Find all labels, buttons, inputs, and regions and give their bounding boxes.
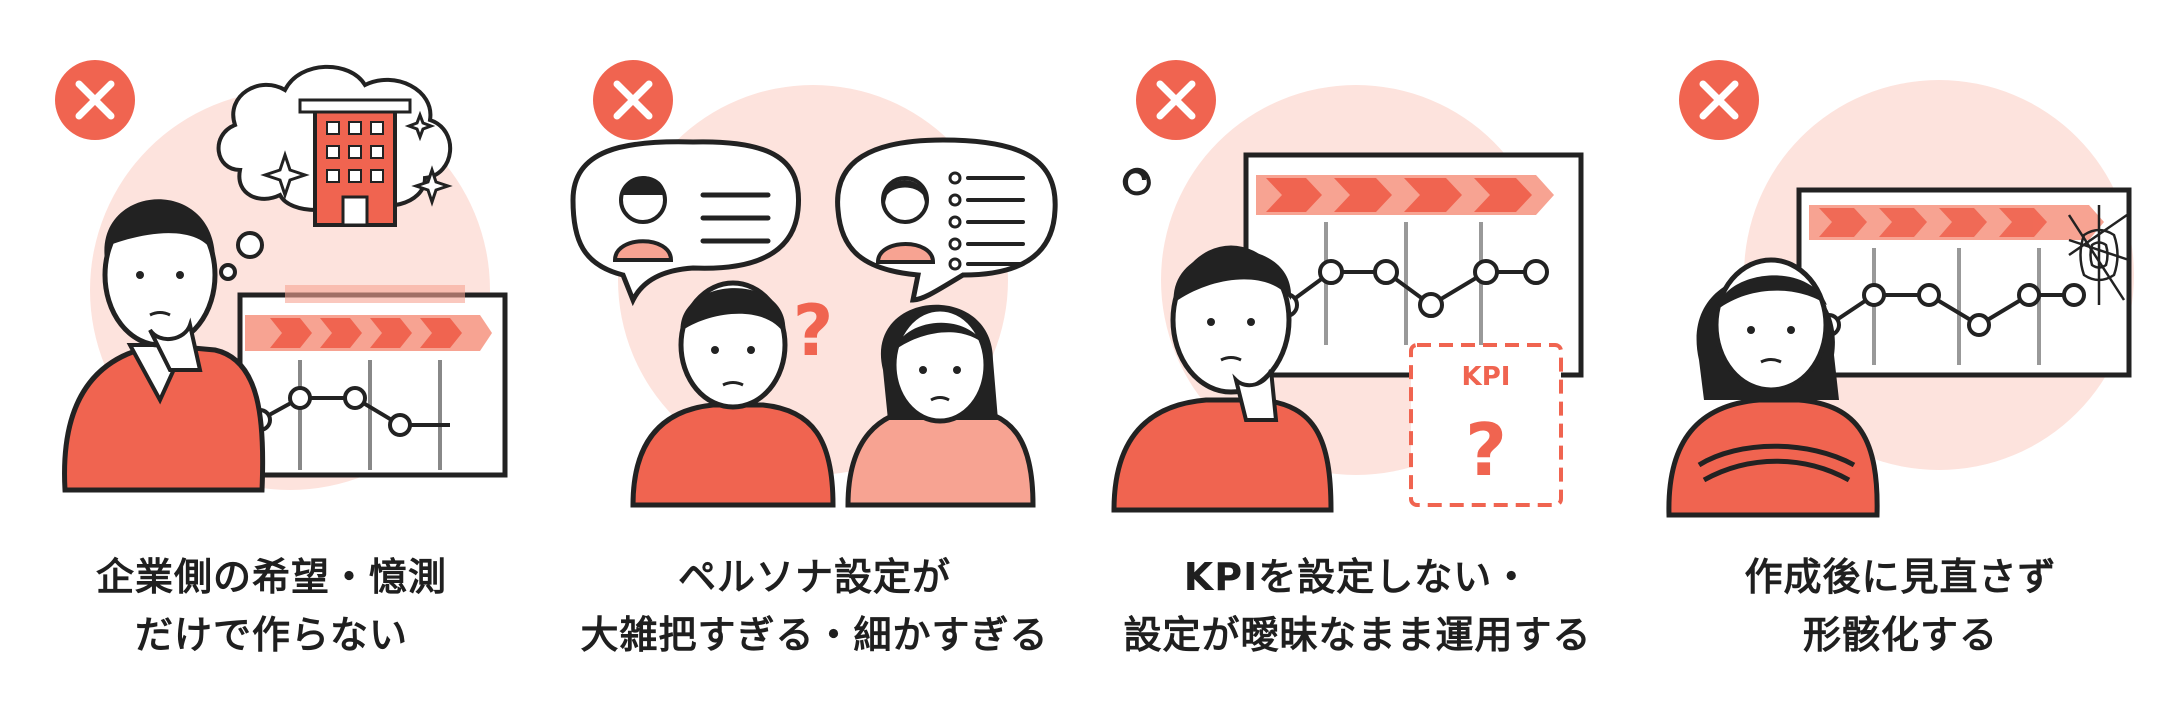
illustration-outdated-persona bbox=[1666, 60, 2134, 518]
caption-line: 大雑把すぎる・細かすぎる bbox=[580, 613, 1049, 657]
kpi-label: KPI bbox=[1462, 362, 1511, 392]
panel-kpi-undefined: KPI ? KPIを設定しない・ 設定が曖昧なまま運用する bbox=[1086, 0, 1629, 724]
confusion-swirl-icon bbox=[1122, 167, 1151, 196]
caption-company-assumption: 企業側の希望・憶測 だけで作らない bbox=[0, 548, 543, 664]
caption-persona-granularity: ペルソナ設定が 大雑把すぎる・細かすぎる bbox=[543, 548, 1086, 664]
chart-board bbox=[1243, 152, 1584, 378]
businessman-figure bbox=[62, 199, 266, 493]
caption-line: 企業側の希望・憶測 bbox=[95, 555, 447, 599]
illustration-kpi-undefined: KPI ? bbox=[1111, 60, 1584, 513]
woman-figure bbox=[1666, 257, 1880, 518]
kpi-placeholder-box: KPI ? bbox=[1409, 343, 1563, 507]
panel-persona-granularity: ? ペルソナ設定が 大雑把すぎる・細かすぎる bbox=[543, 0, 1086, 724]
x-mark-icon bbox=[55, 60, 135, 140]
spider-web-icon bbox=[2067, 205, 2130, 305]
sparkle-icon bbox=[260, 110, 453, 207]
panel-outdated-persona: 作成後に見直さず 形骸化する bbox=[1629, 0, 2172, 724]
caption-line: だけで作らない bbox=[134, 613, 408, 657]
caption-kpi-undefined: KPIを設定しない・ 設定が曖昧なまま運用する bbox=[1086, 548, 1629, 664]
panel-company-assumption: 企業側の希望・憶測 だけで作らない bbox=[0, 0, 543, 724]
building-icon bbox=[298, 98, 412, 227]
caption-line: 設定が曖昧なまま運用する bbox=[1123, 613, 1592, 657]
man-figure bbox=[1111, 245, 1334, 513]
caption-line: KPIを設定しない・ bbox=[1183, 555, 1532, 599]
x-mark-icon bbox=[593, 60, 673, 140]
caption-line: ペルソナ設定が bbox=[677, 555, 951, 599]
persona-bubble-simple bbox=[570, 139, 802, 307]
caption-line: 形骸化する bbox=[1802, 613, 1998, 657]
caption-line: 作成後に見直さず bbox=[1744, 555, 2057, 599]
question-mark-icon: ? bbox=[793, 290, 834, 372]
chart-board bbox=[1796, 187, 2132, 378]
illustration-company-assumption bbox=[55, 60, 508, 493]
x-mark-icon bbox=[1679, 60, 1759, 140]
persona-bubble-detailed bbox=[835, 137, 1058, 303]
chart-board bbox=[237, 285, 508, 478]
man-figure bbox=[630, 280, 836, 508]
x-mark-icon bbox=[1136, 60, 1216, 140]
woman-figure bbox=[845, 304, 1036, 508]
question-mark-icon: ? bbox=[1465, 408, 1507, 492]
illustration-persona-granularity: ? bbox=[570, 60, 1058, 508]
caption-outdated-persona: 作成後に見直さず 形骸化する bbox=[1629, 548, 2172, 664]
